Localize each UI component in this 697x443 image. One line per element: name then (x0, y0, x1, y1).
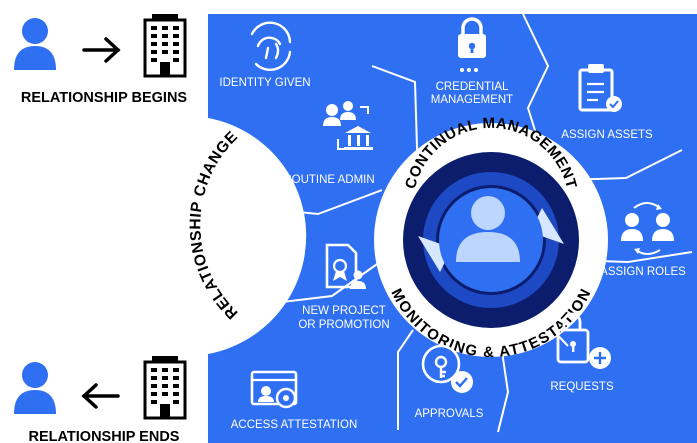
roles-icon (621, 202, 674, 255)
relationship-ends-label: RELATIONSHIP ENDS (29, 429, 180, 443)
new-project-label-1: NEW PROJECT (302, 305, 386, 317)
segment-dividers (277, 13, 693, 433)
admin-icon (323, 101, 373, 150)
relationship-begins-label: RELATIONSHIP BEGINS (21, 90, 188, 106)
routine-admin-label: ROUTINE ADMIN (283, 174, 374, 186)
arrow-right-icon (82, 37, 121, 63)
access-attestation-label: ACCESS ATTESTATION (231, 419, 358, 431)
assign-roles-label: ASSIGN ROLES (600, 266, 686, 278)
document-award-icon (325, 243, 366, 289)
attestation-icon (250, 370, 298, 409)
credential-management-label-1: CREDENTIAL (436, 81, 509, 93)
assign-assets-label: ASSIGN ASSETS (561, 129, 653, 141)
relationship-change-text: RELATIONSHIP CHANGE (187, 128, 241, 322)
building-icon (143, 356, 187, 420)
relationship-begins: RELATIONSHIP BEGINS (14, 14, 187, 106)
lock-add-icon (556, 312, 611, 369)
arrow-left-icon (81, 383, 120, 409)
clipboard-icon (578, 64, 622, 112)
building-icon (143, 14, 187, 78)
fingerprint-icon (250, 21, 292, 71)
center-hub (374, 123, 608, 357)
key-check-icon (421, 344, 473, 393)
approvals-label: APPROVALS (415, 408, 484, 420)
padlock-icon (458, 17, 486, 72)
new-project-label-2: OR PROMOTION (298, 319, 389, 331)
credential-management-label-2: MANAGEMENT (431, 94, 513, 106)
user-center-icon (456, 196, 520, 262)
identity-given-label: IDENTITY GIVEN (219, 77, 310, 89)
requests-label: REQUESTS (550, 381, 614, 393)
person-icon (14, 18, 56, 70)
relationship-ends: RELATIONSHIP ENDS (14, 356, 187, 443)
person-icon (14, 362, 56, 414)
